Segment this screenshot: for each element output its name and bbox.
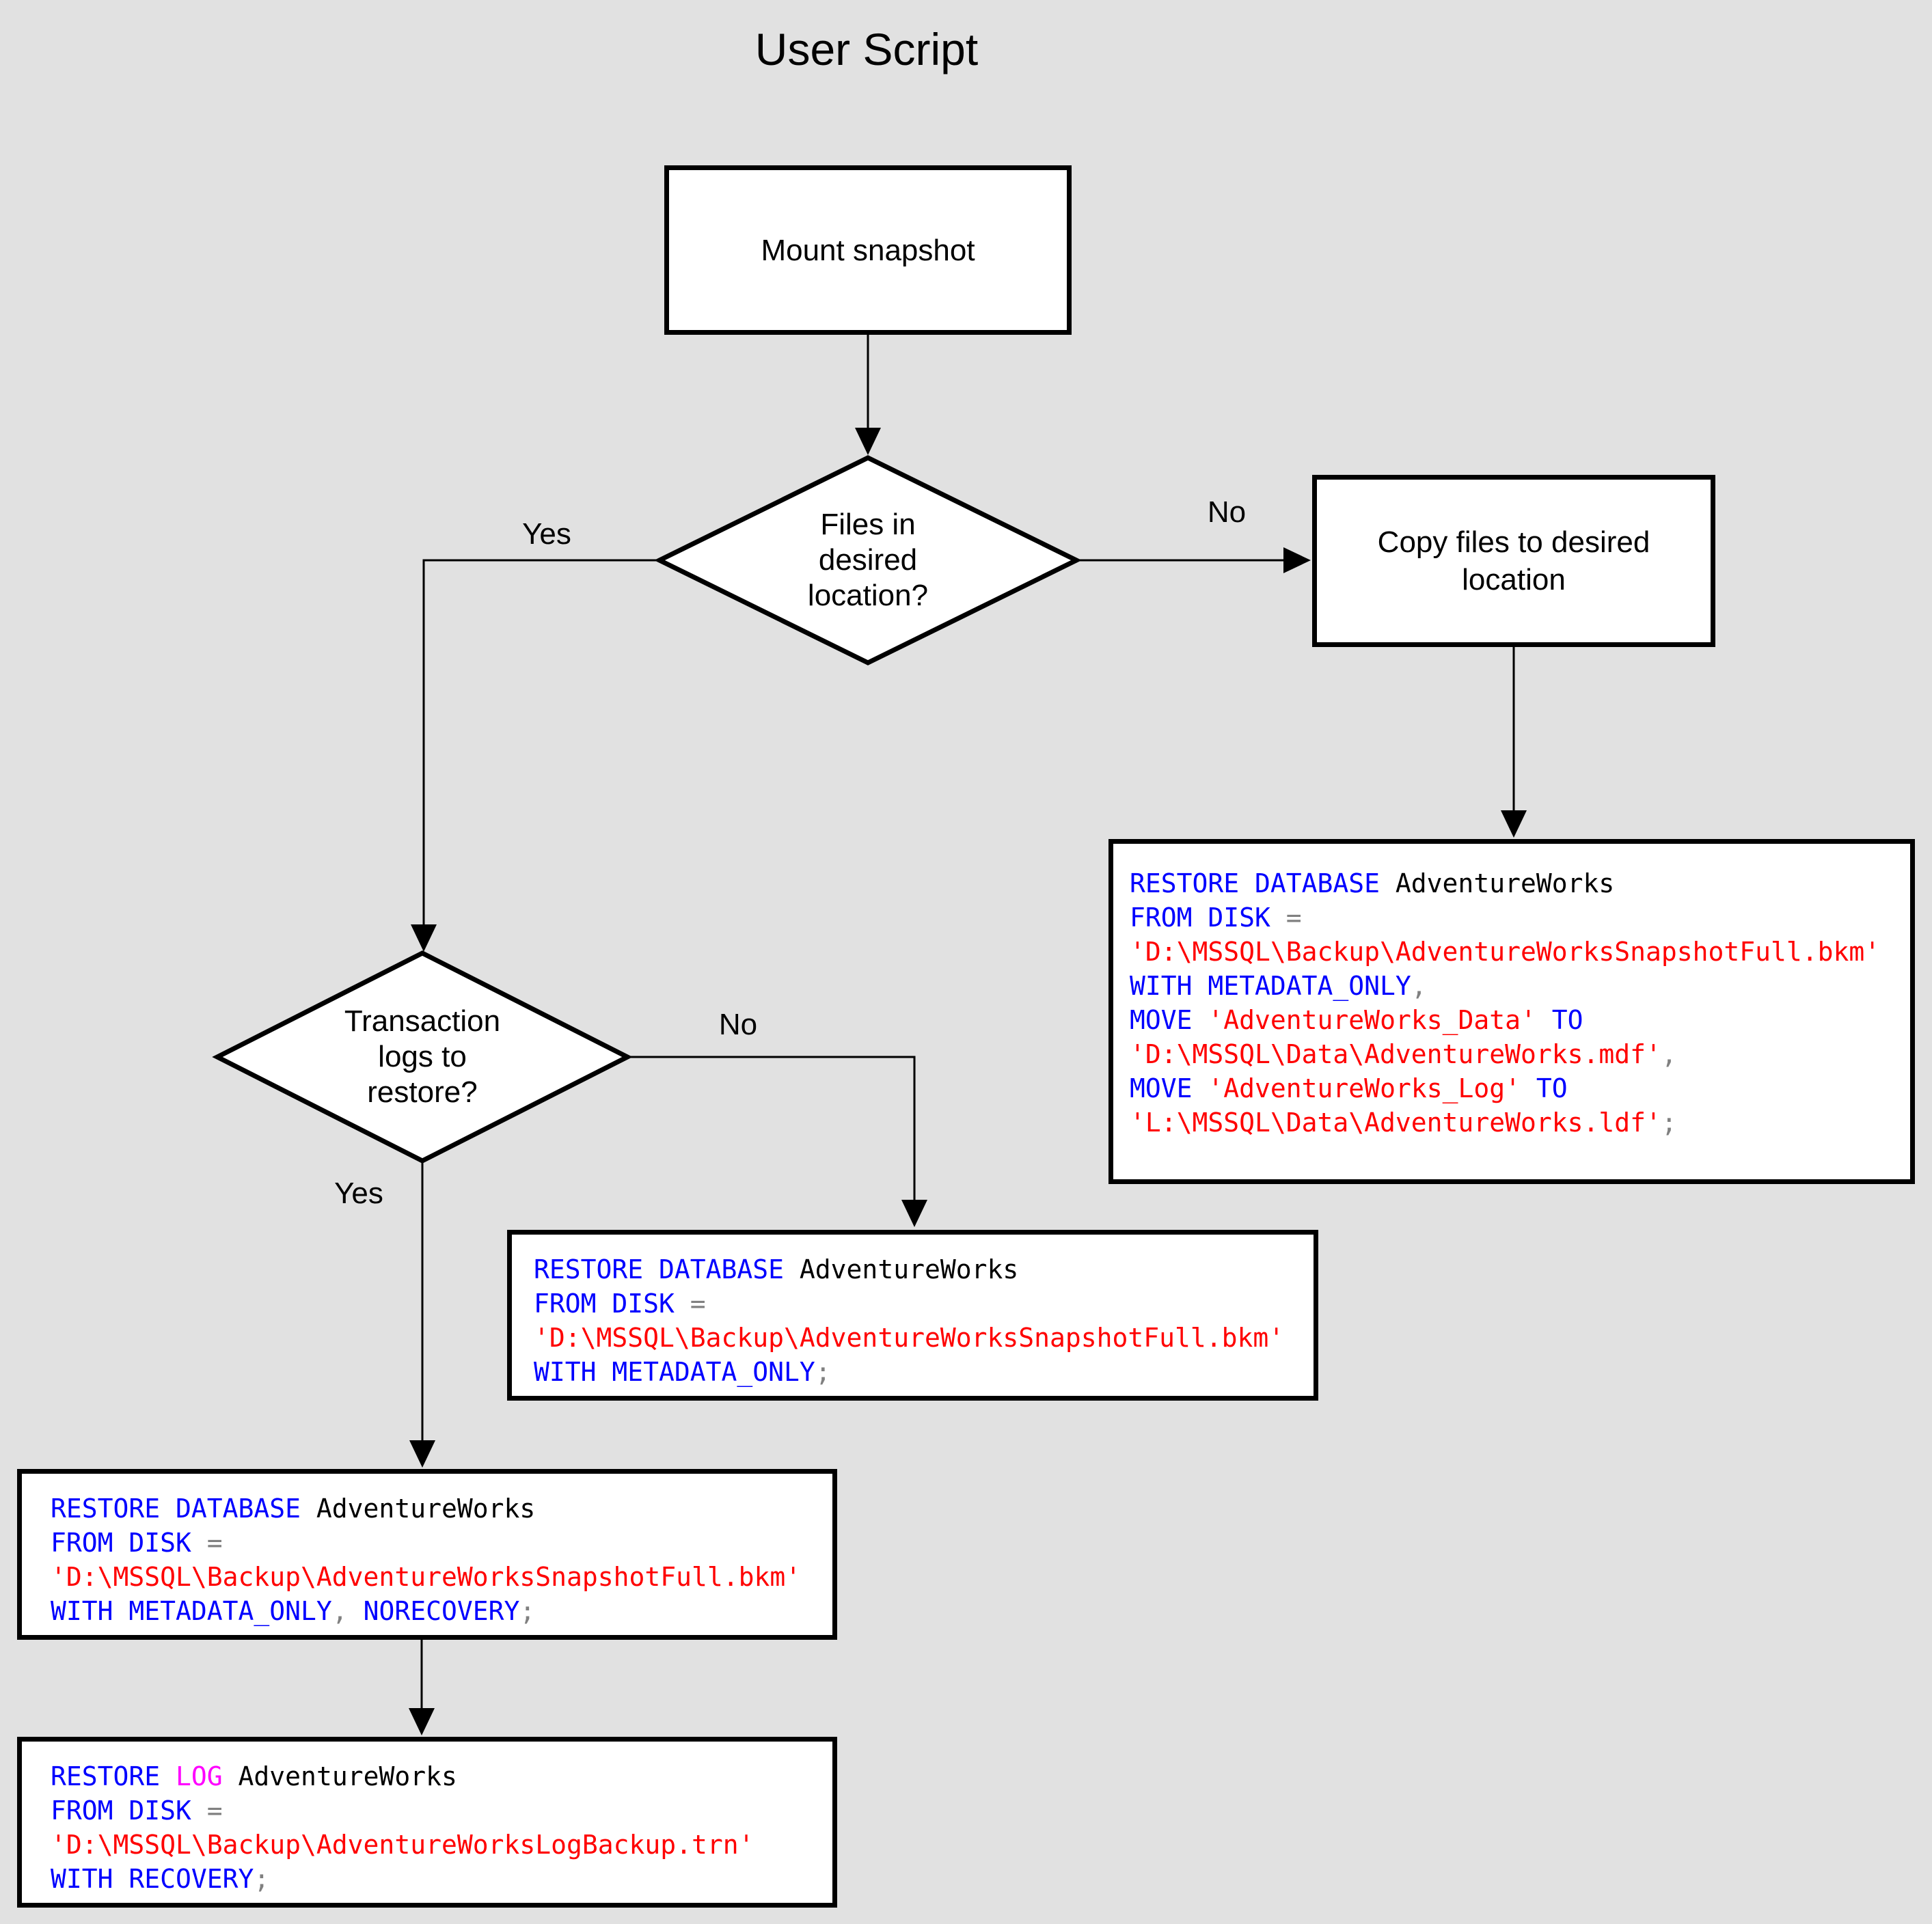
code-token: RESTORE — [51, 1761, 176, 1791]
code-line: WITH RECOVERY; — [51, 1862, 823, 1896]
code-token: ; — [1661, 1108, 1677, 1138]
code-token — [191, 1796, 207, 1826]
code-token: = — [1285, 903, 1302, 933]
code-token: 'D:\MSSQL\Backup\AdventureWorksLogBackup… — [51, 1830, 754, 1860]
code-token: RESTORE DATABASE — [1130, 868, 1380, 898]
code-token: ; — [254, 1864, 270, 1894]
edge-label-logs-yes: Yes — [334, 1177, 383, 1210]
edge-label-logs-no: No — [718, 1008, 758, 1041]
code-token — [1193, 1005, 1208, 1035]
copy-files-label: Copy files to desired location — [1377, 525, 1650, 596]
code-token: FROM DISK — [51, 1796, 191, 1826]
arrowhead-into-metadata-code — [901, 1200, 927, 1227]
code-line: MOVE 'AdventureWorks_Data' TO — [1130, 1003, 1898, 1037]
code-line: RESTORE DATABASE AdventureWorks — [534, 1252, 1304, 1287]
code-line: RESTORE LOG AdventureWorks — [51, 1759, 823, 1794]
code-line: 'D:\MSSQL\Backup\AdventureWorksSnapshotF… — [1130, 935, 1898, 969]
code-token — [1521, 1073, 1536, 1103]
code-token: MOVE — [1130, 1073, 1193, 1103]
code-line: 'D:\MSSQL\Backup\AdventureWorksSnapshotF… — [534, 1321, 1304, 1355]
node-mount-snapshot: Mount snapshot — [664, 165, 1072, 335]
code-token — [1536, 1005, 1552, 1035]
code-line: 'D:\MSSQL\Backup\AdventureWorksLogBackup… — [51, 1828, 823, 1862]
code-line: FROM DISK = — [1130, 901, 1898, 935]
arrowhead-into-log-code — [409, 1708, 435, 1735]
code-token: MOVE — [1130, 1005, 1193, 1035]
code-line: FROM DISK = — [51, 1794, 823, 1828]
code-token — [191, 1528, 207, 1558]
arrowhead-into-logs-decision — [411, 924, 437, 952]
code-token: ; — [815, 1357, 831, 1387]
code-token: 'L:\MSSQL\Data\AdventureWorks.ldf' — [1130, 1108, 1661, 1138]
code-token: 'D:\MSSQL\Data\AdventureWorks.mdf' — [1130, 1039, 1661, 1069]
code-token: 'D:\MSSQL\Backup\AdventureWorksSnapshotF… — [1130, 937, 1881, 967]
edge-label-files-no: No — [1207, 495, 1247, 529]
code-token: LOG — [176, 1761, 223, 1791]
code-token: AdventureWorks — [301, 1494, 536, 1524]
code-token: , — [1411, 971, 1427, 1001]
code-token: FROM DISK — [1130, 903, 1270, 933]
code-token: AdventureWorks — [1380, 868, 1615, 898]
code-token: = — [206, 1528, 223, 1558]
code-line: MOVE 'AdventureWorks_Log' TO — [1130, 1071, 1898, 1105]
arrowhead-into-norecovery-code — [409, 1440, 435, 1468]
code-line: WITH METADATA_ONLY, — [1130, 969, 1898, 1003]
code-token: = — [206, 1796, 223, 1826]
code-token: WITH RECOVERY — [51, 1864, 254, 1894]
code-token: AdventureWorks — [784, 1254, 1019, 1284]
code-token: TO — [1551, 1005, 1583, 1035]
code-line: 'L:\MSSQL\Data\AdventureWorks.ldf'; — [1130, 1105, 1898, 1140]
code-line: RESTORE DATABASE AdventureWorks — [1130, 866, 1898, 901]
code-token: RESTORE DATABASE — [51, 1494, 301, 1524]
logs-decision-diamond — [212, 950, 633, 1164]
logs-decision-label: Transaction logs to restore? — [344, 1004, 501, 1109]
mount-snapshot-label: Mount snapshot — [761, 233, 975, 267]
code-line: RESTORE DATABASE AdventureWorks — [51, 1492, 823, 1526]
arrowhead-into-copy-box — [1283, 547, 1311, 573]
code-token: FROM DISK — [534, 1289, 675, 1319]
code-line: 'D:\MSSQL\Backup\AdventureWorksSnapshotF… — [51, 1560, 823, 1594]
code-line: 'D:\MSSQL\Data\AdventureWorks.mdf', — [1130, 1037, 1898, 1071]
code-token: , — [1661, 1039, 1677, 1069]
code-token: TO — [1536, 1073, 1568, 1103]
arrowhead-into-restore-move-code — [1501, 810, 1527, 838]
code-token: 'D:\MSSQL\Backup\AdventureWorksSnapshotF… — [51, 1562, 802, 1592]
code-token: = — [690, 1289, 706, 1319]
node-copy-files: Copy files to desired location — [1312, 475, 1715, 647]
code-token — [1193, 1073, 1208, 1103]
code-token: NORECOVERY — [363, 1596, 520, 1626]
code-token: ; — [519, 1596, 536, 1626]
code-token: 'AdventureWorks_Data' — [1208, 1005, 1536, 1035]
code-token — [1270, 903, 1286, 933]
edge-label-files-yes: Yes — [522, 517, 571, 551]
code-line: FROM DISK = — [51, 1526, 823, 1560]
code-token: WITH METADATA_ONLY — [51, 1596, 332, 1626]
code-line: FROM DISK = — [534, 1287, 1304, 1321]
code-token: , — [331, 1596, 364, 1626]
code-line: WITH METADATA_ONLY; — [534, 1355, 1304, 1389]
arrowhead-into-files-decision — [855, 428, 881, 455]
code-token: WITH METADATA_ONLY — [534, 1357, 815, 1387]
files-decision-label: Files in desired location? — [807, 508, 929, 612]
page-title: User Script — [754, 24, 979, 74]
code-line: WITH METADATA_ONLY, NORECOVERY; — [51, 1594, 823, 1628]
code-token — [675, 1289, 690, 1319]
edge-files-yes-to-logs-decision — [422, 559, 662, 948]
code-token: RESTORE DATABASE — [534, 1254, 785, 1284]
files-decision-diamond — [654, 455, 1082, 665]
code-token: 'D:\MSSQL\Backup\AdventureWorksSnapshotF… — [534, 1323, 1285, 1353]
edge-logs-no-to-metadata-code — [625, 1056, 916, 1224]
code-token: 'AdventureWorks_Log' — [1208, 1073, 1521, 1103]
code-token: FROM DISK — [51, 1528, 191, 1558]
code-token: AdventureWorks — [222, 1761, 457, 1791]
code-token: WITH METADATA_ONLY — [1130, 971, 1411, 1001]
